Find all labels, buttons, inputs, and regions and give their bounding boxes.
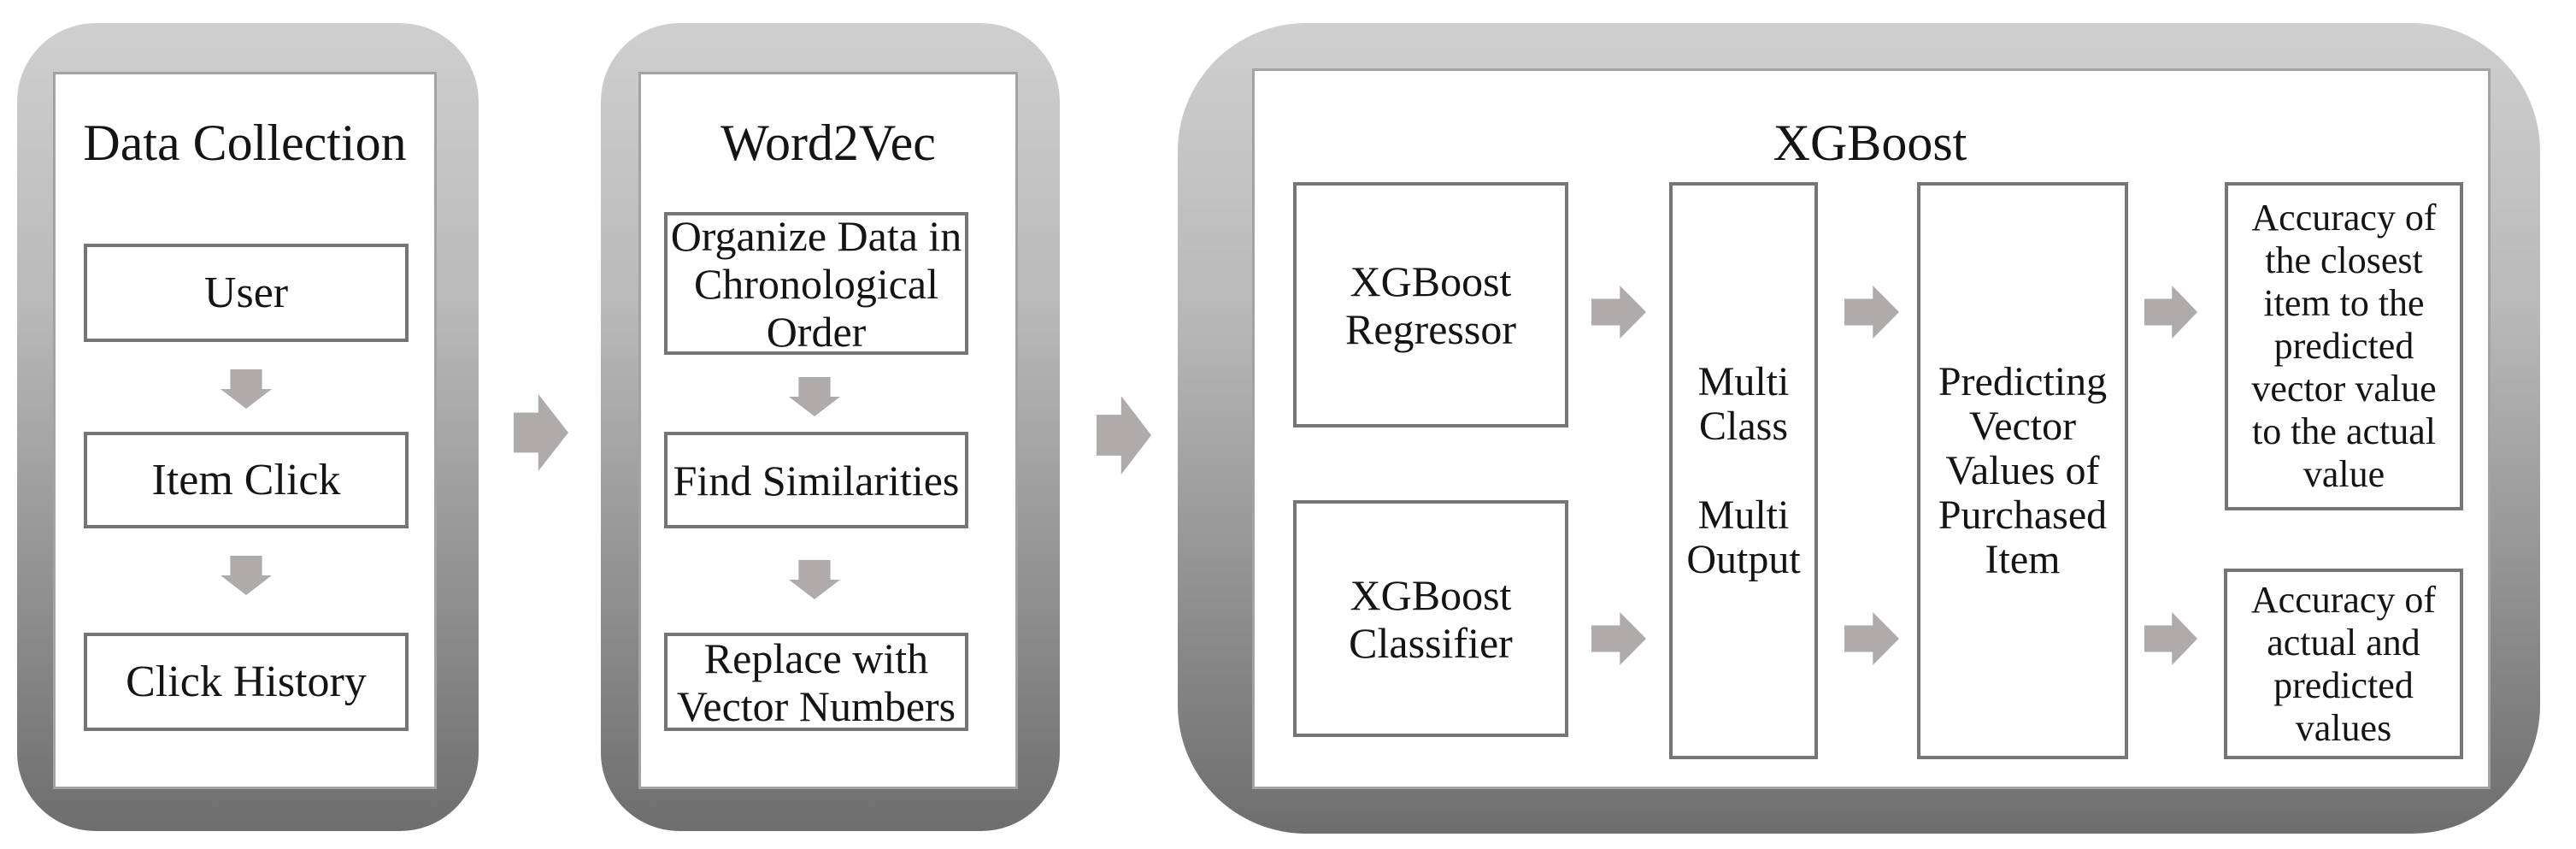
node-item-click: Item Click — [84, 432, 409, 528]
panel-title-data-collection: Data Collection — [83, 115, 407, 171]
node-accuracy-actual-predicted: Accuracy of actual and predicted values — [2224, 569, 2463, 759]
node-replace-vectors: Replace with Vector Numbers — [664, 633, 968, 731]
arrow-right-icon — [1097, 396, 1151, 475]
node-xgboost-regressor: XGBoost Regressor — [1293, 182, 1568, 427]
node-user: User — [84, 244, 409, 342]
node-accuracy-closest-item: Accuracy of the closest item to the pred… — [2225, 182, 2463, 510]
panel-title-xgboost: XGBoost — [1773, 115, 1967, 171]
panel-title-word2vec: Word2Vec — [720, 115, 936, 171]
node-multi-class-output: Multi Class Multi Output — [1669, 182, 1818, 759]
node-organize-data: Organize Data in Chronological Order — [664, 212, 968, 356]
arrow-right-icon — [514, 394, 568, 471]
node-find-similarities: Find Similarities — [664, 432, 968, 528]
node-click-history: Click History — [84, 633, 409, 731]
node-xgboost-classifier: XGBoost Classifier — [1293, 500, 1568, 737]
node-predicting-vector-values: Predicting Vector Values of Purchased It… — [1917, 182, 2128, 759]
